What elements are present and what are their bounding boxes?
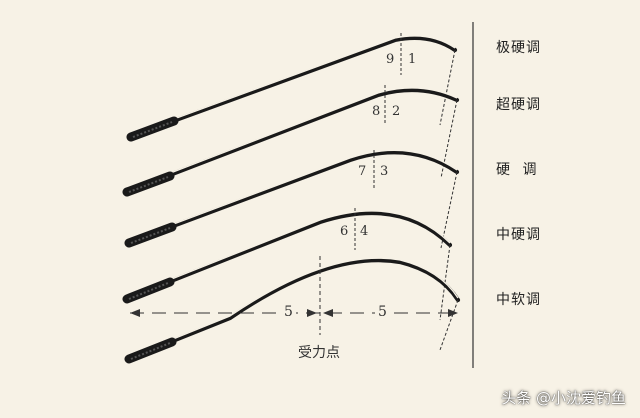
arrow-mid-right-icon — [323, 309, 333, 317]
rod-2-tip-ratio: 8 — [372, 104, 381, 119]
rod-1-tip-ratio: 9 — [386, 52, 395, 67]
label-moderate: 中软调 — [496, 292, 541, 308]
rod-4-butt-ratio: 4 — [360, 224, 369, 239]
tip-dash — [439, 49, 456, 126]
rod-shaft — [127, 150, 460, 245]
rod-shaft — [129, 35, 458, 139]
label-very-fast: 超硬调 — [496, 97, 541, 113]
force-point-label: 受力点 — [298, 345, 340, 361]
rod-4-tip-ratio: 6 — [340, 224, 349, 239]
segment-right-label: 5 — [375, 304, 390, 320]
rod-shaft — [125, 210, 453, 301]
arrow-left-icon — [130, 309, 140, 317]
rod-very-fast — [122, 85, 460, 197]
rod-3-butt-ratio: 3 — [380, 164, 389, 179]
tip-dash — [439, 299, 459, 351]
rod-moderate — [124, 256, 461, 364]
rod-2-butt-ratio: 2 — [392, 104, 401, 119]
rod-extra-fast — [126, 33, 458, 142]
rod-shaft — [127, 258, 461, 361]
rod-1-butt-ratio: 1 — [408, 52, 417, 67]
tip-dash — [440, 171, 458, 249]
rod-fast — [124, 149, 460, 249]
rod-3-tip-ratio: 7 — [358, 164, 367, 179]
segment-left-label: 5 — [281, 304, 296, 320]
arrow-mid-left-icon — [307, 309, 317, 317]
watermark: 头条 @小沈爱钓鱼 — [501, 389, 626, 407]
rod-shaft — [125, 87, 460, 194]
arrow-right-icon — [448, 309, 458, 317]
label-fast: 硬 调 — [496, 162, 541, 178]
label-extra-fast: 极硬调 — [496, 40, 541, 56]
label-moderate-fast: 中硬调 — [496, 227, 541, 243]
